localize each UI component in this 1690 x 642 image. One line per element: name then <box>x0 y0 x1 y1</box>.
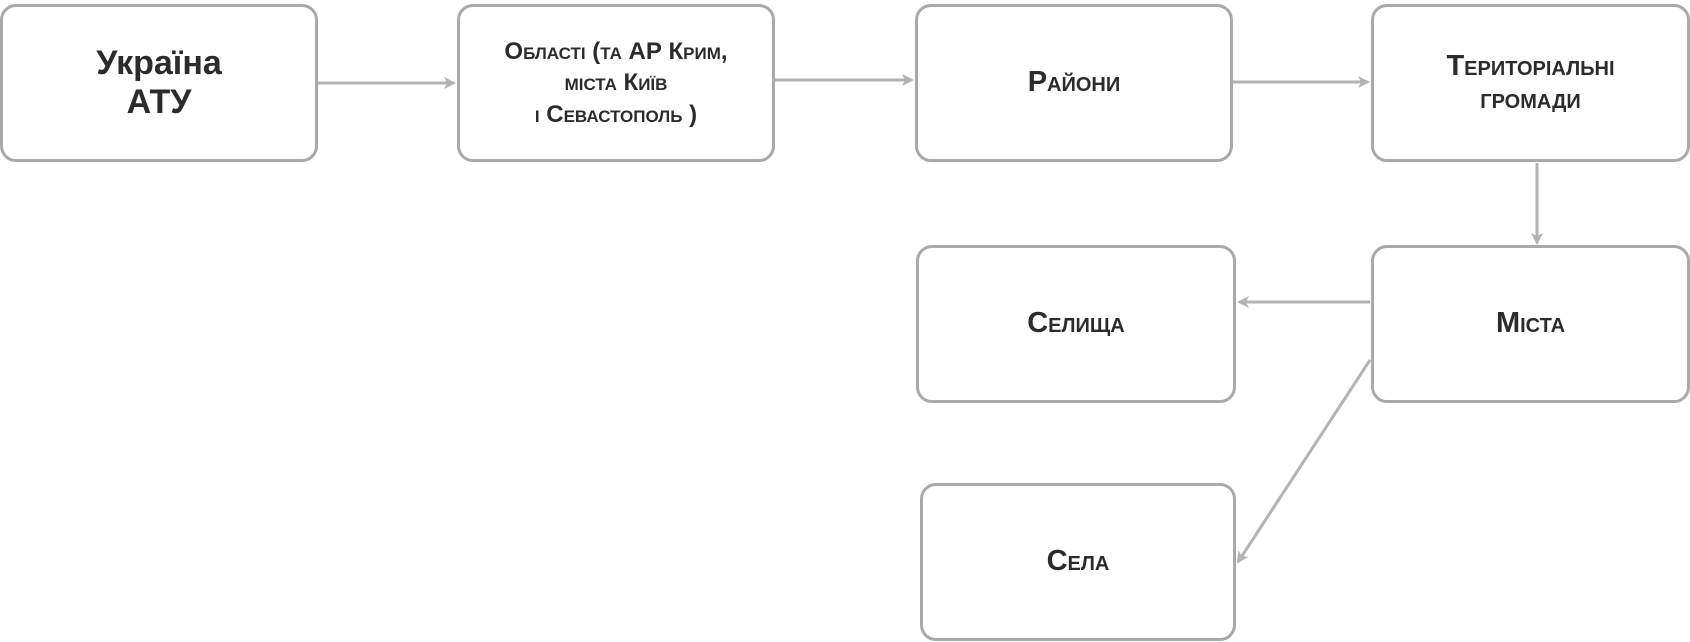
node-oblasti: Області (та АР Крим, міста Київ і Севаст… <box>457 4 775 162</box>
node-mista: Міста <box>1371 245 1690 403</box>
node-raiony: Райони <box>915 4 1233 162</box>
node-selyshcha: Селища <box>916 245 1236 403</box>
node-selyshcha-label: Селища <box>1027 307 1125 340</box>
node-mista-label: Міста <box>1495 307 1566 340</box>
node-terytorialni-hromady: Територіальні громади <box>1371 4 1690 162</box>
node-hromady-line2: громади <box>1480 83 1581 115</box>
node-oblasti-line3: і Севастополь ) <box>534 100 698 128</box>
node-ukraine-atu: Україна АТУ <box>0 4 318 162</box>
node-raiony-label: Райони <box>1027 66 1121 99</box>
node-ukraine-line1: Україна <box>96 43 222 82</box>
node-oblasti-line1: Області (та АР Крим, <box>504 38 728 66</box>
node-hromady-line1: Територіальні <box>1446 49 1615 82</box>
node-sela-label: Села <box>1046 545 1110 578</box>
node-sela: Села <box>920 483 1236 641</box>
arrow-mista-to-sela <box>1236 359 1372 564</box>
node-ukraine-line2: АТУ <box>126 83 192 121</box>
node-oblasti-line2: міста Київ <box>564 69 668 97</box>
